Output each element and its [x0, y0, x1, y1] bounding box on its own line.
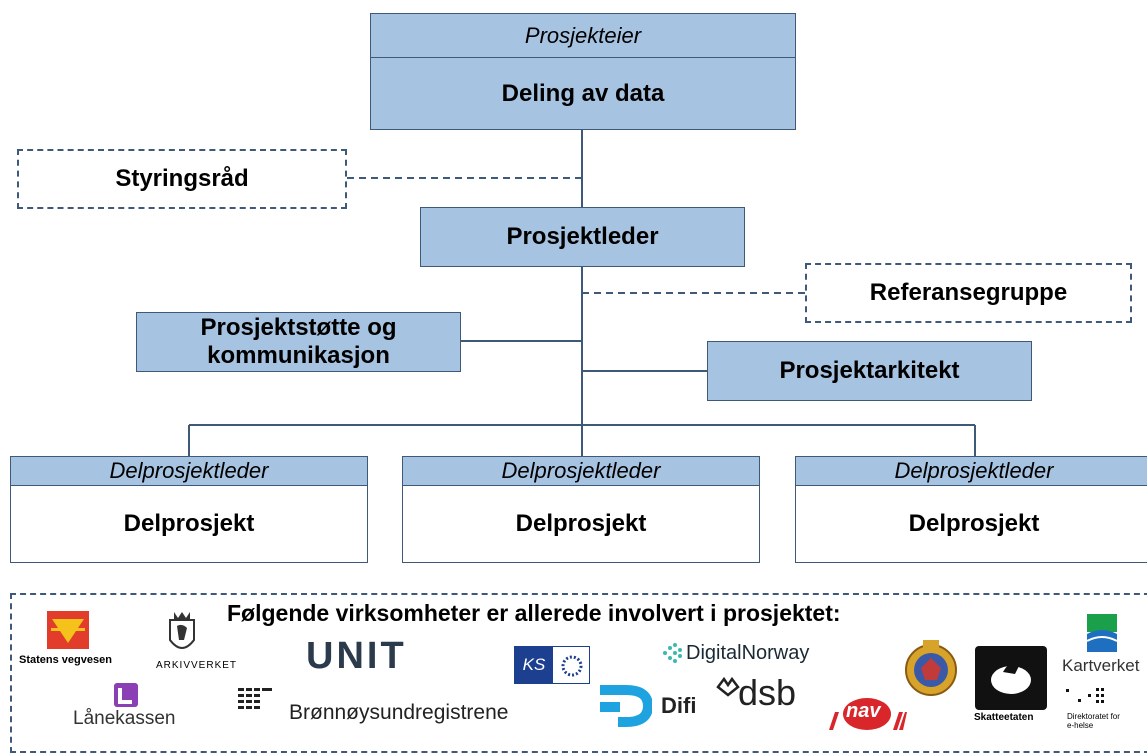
statens-vegvesen-logo-icon [47, 611, 89, 649]
subproject-1-title: Delprosjekt [123, 510, 255, 537]
kartverket-label: Kartverket [1062, 656, 1140, 675]
reference-group-box: Referansegruppe [805, 263, 1132, 323]
subproject-2-box: Delprosjekt [402, 485, 760, 563]
ks-logo: KS [514, 646, 590, 684]
unit-logo: UNIT [306, 635, 407, 677]
steering-committee-label: Styringsråd [115, 165, 249, 192]
arkivverket-label: ARKIVVERKET [156, 660, 238, 671]
subproject-1-role-box: Delprosjektleder [10, 456, 368, 486]
subproject-3-title: Delprosjekt [908, 510, 1040, 537]
ehelse-label: Direktoratet for e-helse [1067, 712, 1120, 730]
project-support-line1: Prosjektstøtte og [200, 314, 397, 341]
nav-label: nav [846, 700, 881, 722]
dsb-emblem-icon [716, 676, 740, 697]
subproject-2-role-box: Delprosjektleder [402, 456, 760, 486]
project-architect-box: Prosjektarkitekt [707, 341, 1032, 401]
steering-committee-box: Styringsråd [17, 149, 347, 209]
difi-logo-icon [600, 685, 652, 727]
owner-role-label: Prosjekteier [524, 22, 642, 48]
participants-heading: Følgende virksomheter er allerede involv… [227, 600, 841, 626]
bronnoysund-label: Brønnøysundregistrene [289, 701, 509, 724]
owner-project-box: Deling av data [370, 57, 796, 130]
dsb-label: dsb [738, 672, 797, 713]
subproject-1-box: Delprosjekt [10, 485, 368, 563]
skatteetaten-label: Skatteetaten [974, 712, 1034, 723]
project-manager-label: Prosjektleder [506, 223, 659, 250]
digitalnorway-label: DigitalNorway [686, 642, 810, 664]
oslo-crest-icon [905, 640, 957, 696]
owner-role-box: Prosjekteier [370, 13, 796, 58]
skatteetaten-logo [975, 646, 1047, 710]
subproject-3-role-box: Delprosjektleder [795, 456, 1147, 486]
project-architect-label: Prosjektarkitekt [779, 357, 960, 384]
digitalnorway-dots-icon [663, 643, 682, 663]
subproject-3-role: Delprosjektleder [894, 458, 1054, 483]
statens-vegvesen-label: Statens vegvesen [19, 654, 112, 666]
nav-logo-icon [829, 698, 907, 730]
ehelse-dots-icon [1066, 688, 1104, 703]
kartverket-logo-icon [1087, 614, 1117, 652]
ehelse-label-line2: e-helse [1067, 721, 1094, 730]
project-manager-box: Prosjektleder [420, 207, 745, 267]
arkivverket-crest-icon [169, 612, 195, 649]
reference-group-label: Referansegruppe [869, 279, 1068, 306]
subproject-2-title: Delprosjekt [515, 510, 647, 537]
project-support-line2: kommunikasjon [207, 342, 390, 369]
ks-stars-icon [561, 655, 583, 677]
subproject-1-role: Delprosjektleder [109, 458, 269, 483]
lanekassen-label: Lånekassen [73, 708, 176, 729]
skatteetaten-emblem-icon [991, 661, 1031, 694]
subproject-2-role: Delprosjektleder [501, 458, 661, 483]
owner-project-title: Deling av data [501, 79, 665, 107]
bronnoysund-bars-icon [238, 688, 272, 709]
lanekassen-logo-icon [114, 683, 138, 707]
difi-label: Difi [661, 693, 697, 718]
ks-label: KS [515, 647, 553, 683]
project-support-box: Prosjektstøtte og kommunikasjon [136, 312, 461, 372]
subproject-3-box: Delprosjekt [795, 485, 1147, 563]
ehelse-label-line1: Direktoratet for [1067, 712, 1120, 721]
